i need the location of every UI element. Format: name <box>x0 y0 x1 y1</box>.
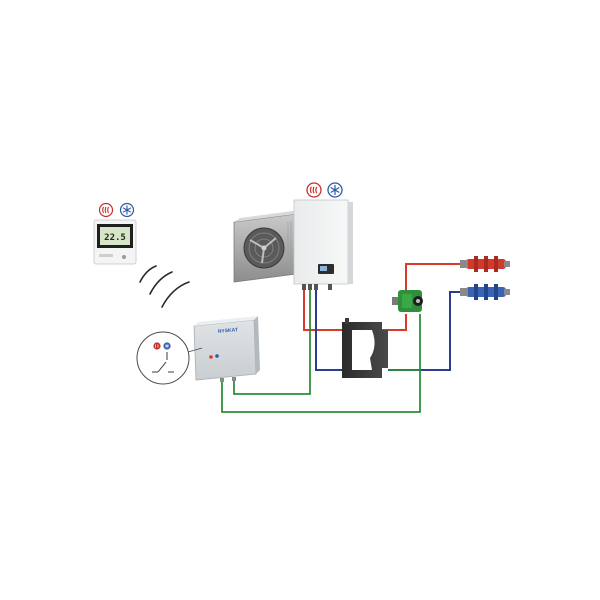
room-thermostat: 22.5 <box>93 202 137 265</box>
outdoor-unit-top <box>234 210 300 222</box>
switch-detail-callout <box>136 331 203 385</box>
thermostat-temperature-readout: 22.5 <box>104 233 126 243</box>
outdoor-unit <box>233 210 300 283</box>
heatpump-cooling-icon <box>327 182 343 198</box>
pipe-connectors <box>302 284 332 290</box>
wireless-signal-icon <box>139 265 190 308</box>
signal-wires <box>221 290 421 413</box>
control-box-brand-label: NYSKAT <box>218 327 239 335</box>
switch-contact-icon <box>152 352 174 373</box>
underfloor-manifold <box>460 256 510 300</box>
wire-box-to-heatpump <box>233 290 311 395</box>
control-box-blue-indicator <box>215 354 219 358</box>
indoor-hydro-unit <box>293 182 353 290</box>
callout-cooling-icon <box>163 342 171 350</box>
control-box-top <box>194 316 258 326</box>
thermostat-screen <box>100 227 130 245</box>
hot-pipe-to-manifold <box>405 263 466 290</box>
thermostat-label-strip <box>99 254 113 257</box>
control-box-red-indicator <box>209 355 213 359</box>
manifold-supply-bar <box>460 256 510 272</box>
thermostat-cooling-icon <box>119 202 135 218</box>
heatpump-heating-icon <box>306 182 322 198</box>
wire-box-to-pump <box>221 314 421 413</box>
control-box: NYSKAT <box>193 316 260 382</box>
buffer-tank <box>342 318 388 378</box>
thermostat-heating-icon <box>98 202 114 218</box>
callout-pointer <box>187 347 203 353</box>
circulation-pump <box>392 290 423 312</box>
manifold-return-bar <box>460 284 510 300</box>
hot-pipe-to-pump <box>380 314 407 331</box>
cold-return-pipe <box>315 290 350 371</box>
thermostat-button <box>122 255 126 259</box>
callout-circle <box>136 331 190 385</box>
callout-heating-icon <box>153 342 161 350</box>
hot-supply-pipe <box>303 290 350 331</box>
control-box-side <box>254 316 260 374</box>
indoor-unit-side <box>348 202 353 284</box>
hot-pipes <box>303 263 466 331</box>
